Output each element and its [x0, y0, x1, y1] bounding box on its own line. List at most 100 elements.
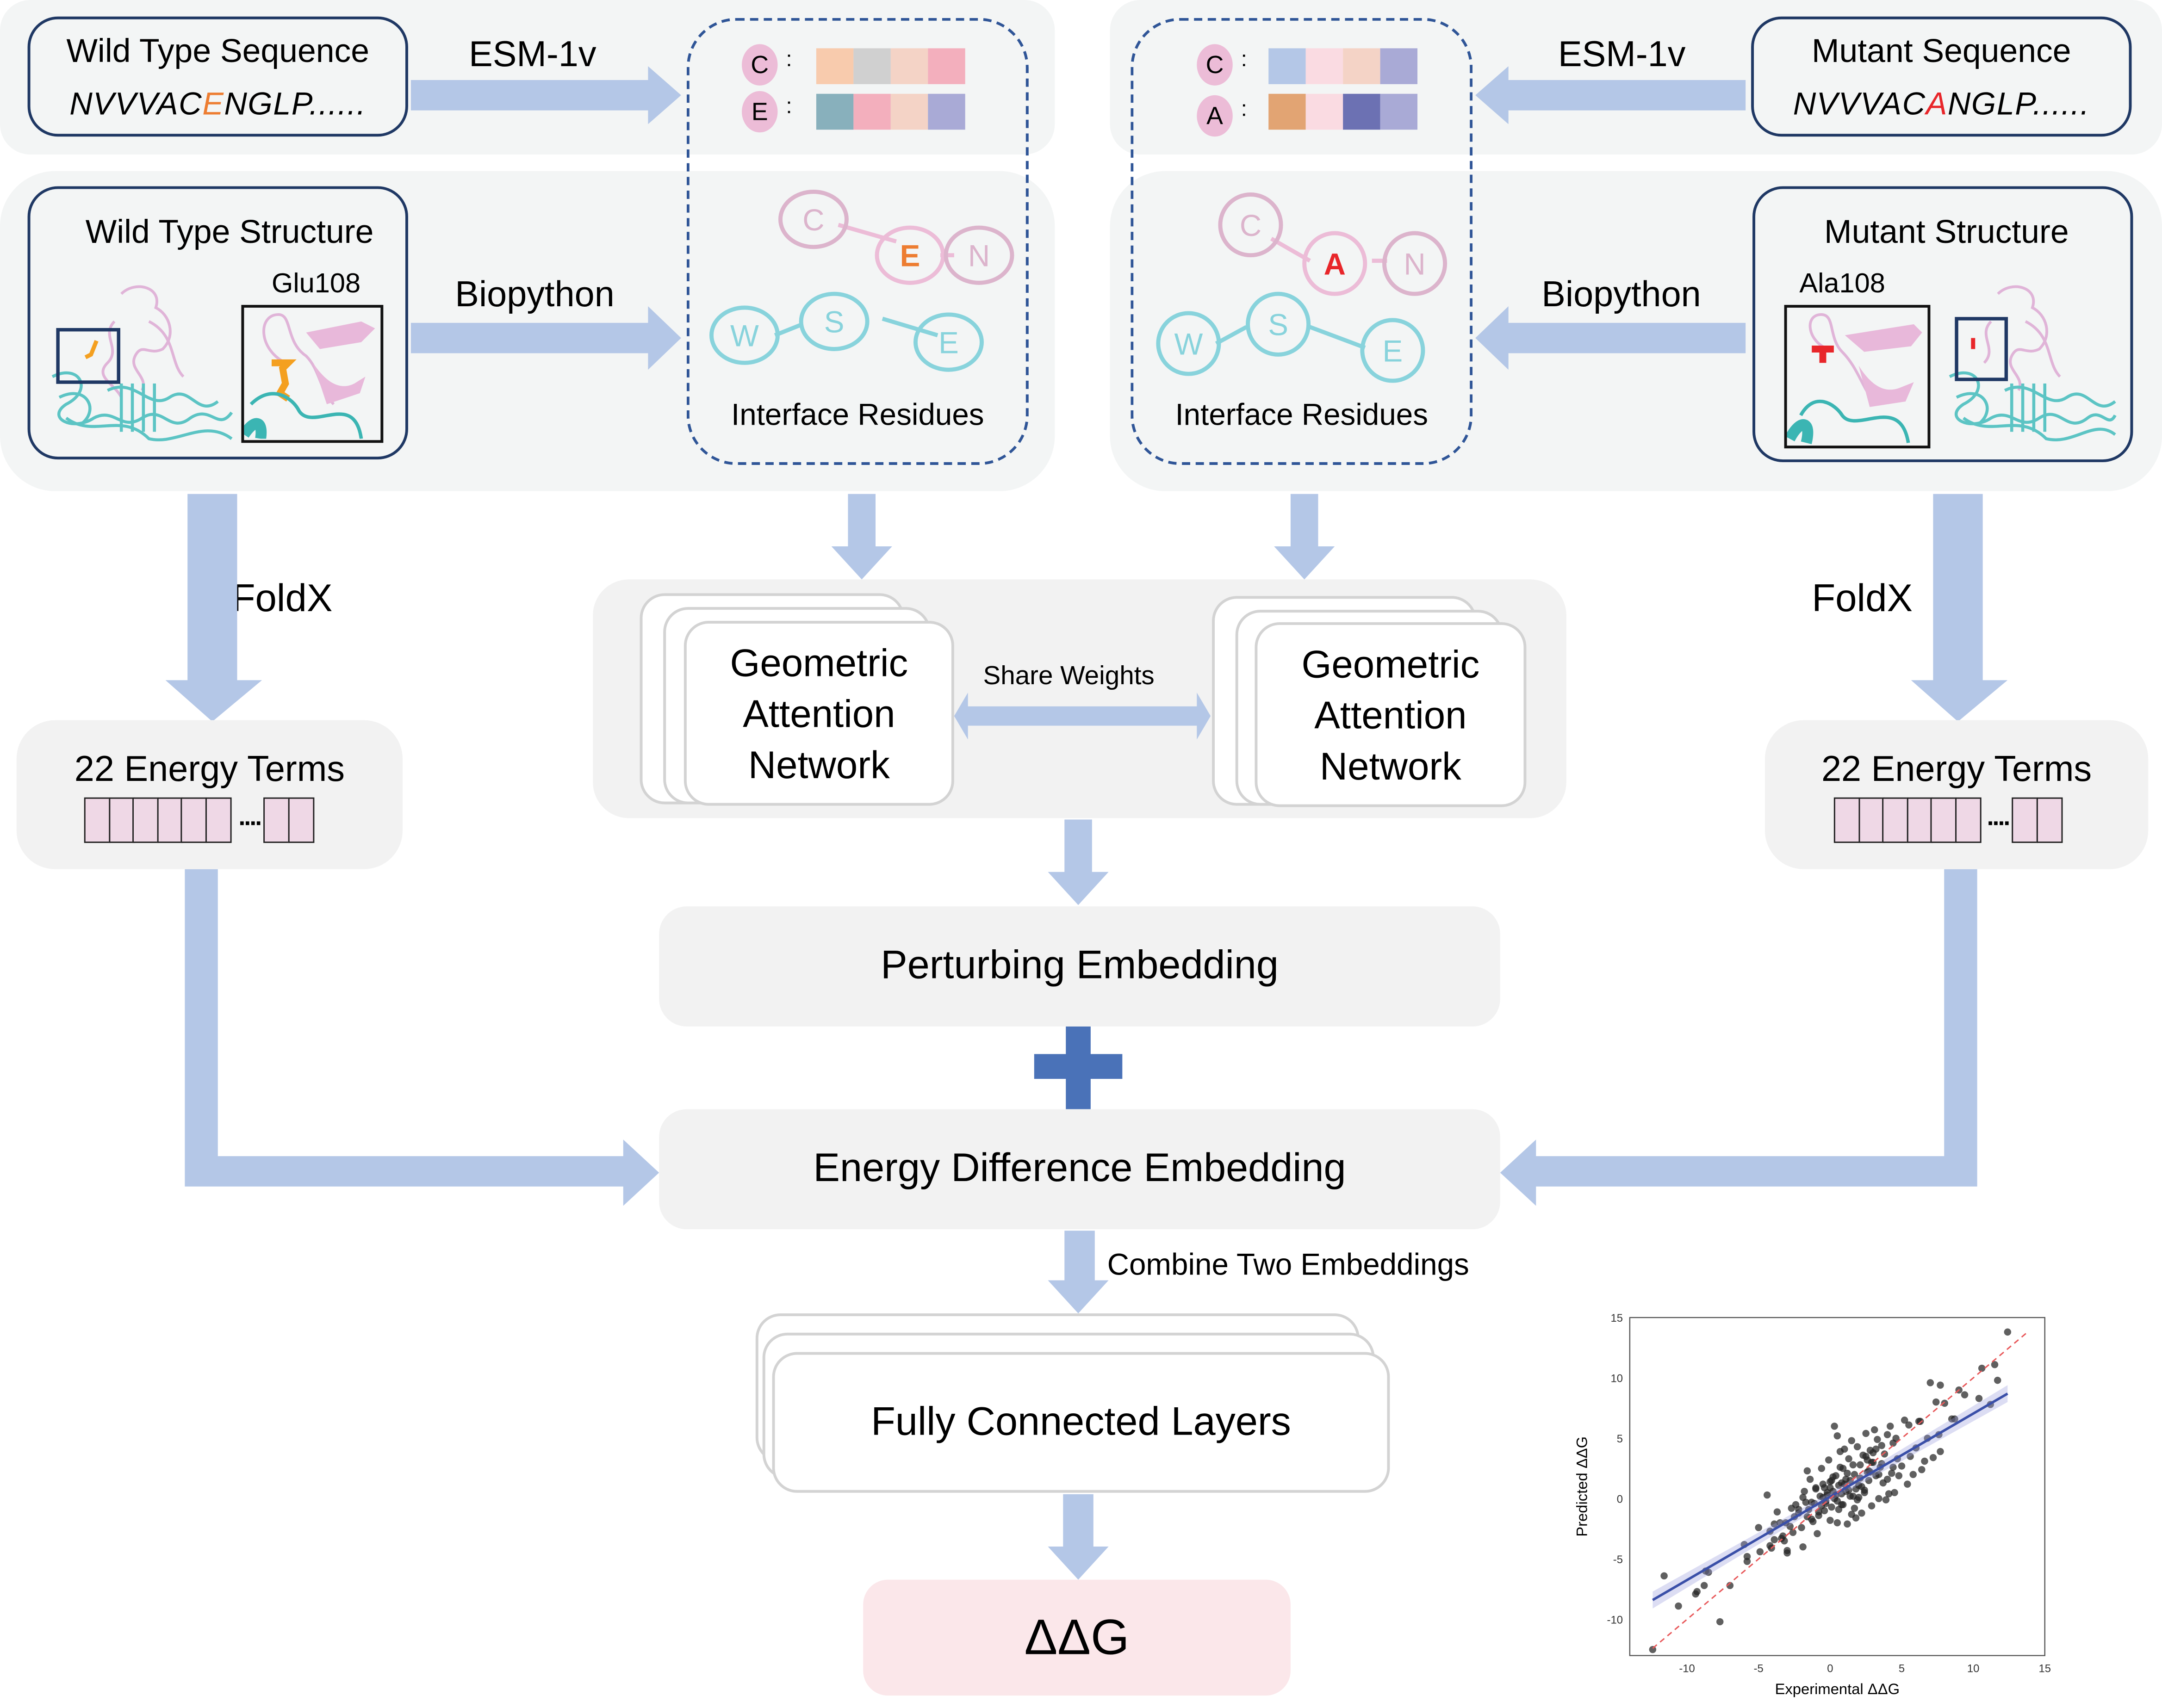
scatter-point — [1818, 1465, 1826, 1472]
scatter-point — [1786, 1522, 1794, 1530]
combine-down-arrow — [1048, 1231, 1109, 1314]
embed-cell — [1268, 48, 1306, 84]
scatter-point — [1941, 1399, 1949, 1407]
wt-embed-residue-e: E — [742, 91, 778, 133]
wt-embed-vector-e — [816, 93, 965, 130]
scatter-point — [1889, 1463, 1897, 1471]
y-tick-label: 15 — [1610, 1312, 1623, 1324]
graph-node-label: W — [1174, 327, 1203, 361]
scatter-point — [1764, 1491, 1771, 1499]
scatter-point — [1853, 1496, 1861, 1504]
graph-edge — [882, 316, 938, 337]
regression-line — [1652, 1392, 2008, 1601]
scatter-point — [1862, 1453, 1870, 1460]
scatter-point — [1882, 1496, 1890, 1504]
y-axis-label: Predicted ΔΔG — [1573, 1436, 1590, 1537]
scatter-point — [1781, 1537, 1788, 1545]
colon: : — [1241, 48, 1247, 72]
wt-interface-label: Interface Residues — [731, 397, 984, 432]
mt-foldx-arrow — [1911, 494, 2008, 722]
wt-energy-terms-label: 22 Energy Terms — [74, 748, 345, 789]
graph-edge — [1309, 325, 1366, 350]
mt-sequence-title: Mutant Sequence — [1811, 33, 2071, 71]
wt-esm-arrow — [410, 66, 681, 124]
scatter-point — [1895, 1472, 1903, 1479]
mt-interface-down-arrow — [1274, 494, 1335, 580]
scatter-point — [1865, 1477, 1873, 1485]
scatter-point — [1994, 1376, 2001, 1384]
embed-cell — [1268, 93, 1306, 130]
energy-term-cell — [205, 797, 232, 843]
scatter-point — [1937, 1448, 1944, 1455]
scatter-point — [1803, 1513, 1811, 1521]
mt-foldx-label: FoldX — [1812, 576, 1913, 620]
scatter-point — [1756, 1548, 1764, 1555]
scatter-point — [1858, 1483, 1865, 1491]
scatter-point — [1700, 1582, 1708, 1590]
scatter-point — [1861, 1489, 1868, 1497]
scatter-point — [1904, 1480, 1911, 1488]
scatter-point — [1875, 1471, 1882, 1478]
wt-protein-structure-icon — [51, 285, 233, 442]
energy-term-cell — [1882, 797, 1909, 843]
x-tick-label: 5 — [1899, 1662, 1905, 1675]
wt-foldx-arrow — [165, 494, 262, 722]
ellipsis: .... — [1987, 803, 2011, 831]
scatter-point — [1870, 1426, 1878, 1434]
wt-zoom-inset — [239, 305, 384, 443]
perturbing-embedding-label: Perturbing Embedding — [881, 943, 1279, 988]
scatter-point — [1845, 1455, 1852, 1463]
mt-seq-mutated-residue: A — [1926, 85, 1948, 122]
energy-difference-embedding-box: Energy Difference Embedding — [659, 1109, 1500, 1230]
mt-seq-ellipsis: ...... — [2032, 85, 2090, 122]
scatter-point — [1773, 1508, 1781, 1516]
x-tick-label: -10 — [1679, 1662, 1695, 1675]
mt-interface-label: Interface Residues — [1175, 397, 1429, 432]
wt-embed-vector-c — [816, 48, 965, 84]
graph-node — [709, 305, 780, 365]
scatter-point — [1705, 1568, 1712, 1576]
scatter-point — [1833, 1519, 1841, 1527]
graph-node-label-mutated: A — [1324, 247, 1346, 281]
graph-node-label: C — [1240, 209, 1261, 242]
scatter-point — [1801, 1488, 1808, 1495]
wt-energy-vector — [84, 797, 236, 843]
scatter-point — [1857, 1461, 1864, 1469]
gan-left-card: Geometric Attention Network — [683, 620, 954, 806]
scatter-point — [1716, 1618, 1724, 1626]
scatter-point — [1878, 1442, 1885, 1449]
mt-embed-vector-a — [1268, 93, 1418, 130]
wt-energy-terms-panel: 22 Energy Terms .... — [16, 720, 403, 869]
gan-left-line-1: Geometric — [730, 641, 908, 684]
colon: : — [786, 95, 792, 119]
share-weights-arrow — [954, 693, 1211, 740]
y-tick-label: -5 — [1613, 1553, 1623, 1566]
scatter-point — [1918, 1466, 1926, 1473]
scatter-point — [1771, 1520, 1778, 1528]
energy-difference-embedding-label: Energy Difference Embedding — [813, 1146, 1346, 1191]
graph-node-label: E — [938, 326, 959, 359]
graph-node-label: S — [1268, 308, 1288, 342]
y-tick-label: 5 — [1617, 1433, 1623, 1445]
mt-zoom-inset — [1784, 305, 1931, 449]
graph-edge — [838, 223, 897, 244]
network-down-arrow — [1048, 819, 1109, 905]
scatter-point — [1951, 1415, 1958, 1423]
energy-term-cell — [1833, 797, 1860, 843]
scatter-point — [1789, 1529, 1797, 1536]
mt-biopython-label: Biopython — [1541, 273, 1701, 315]
scatter-point — [1825, 1456, 1833, 1464]
mt-residue-graph: C A N W S E — [1156, 192, 1448, 383]
scatter-point — [1693, 1588, 1701, 1596]
scatter-point — [1852, 1485, 1860, 1493]
scatter-point — [1872, 1445, 1880, 1453]
scatter-point — [1812, 1484, 1820, 1491]
scatter-point — [1978, 1364, 1986, 1372]
mt-sequence-box: Mutant Sequence NVVVACANGLP...... — [1751, 16, 2132, 137]
scatter-point — [1755, 1524, 1762, 1531]
share-weights-label: Share Weights — [983, 662, 1155, 692]
energy-term-cell — [1931, 797, 1957, 843]
energy-term-cell — [84, 797, 111, 843]
graph-node — [1382, 231, 1448, 296]
